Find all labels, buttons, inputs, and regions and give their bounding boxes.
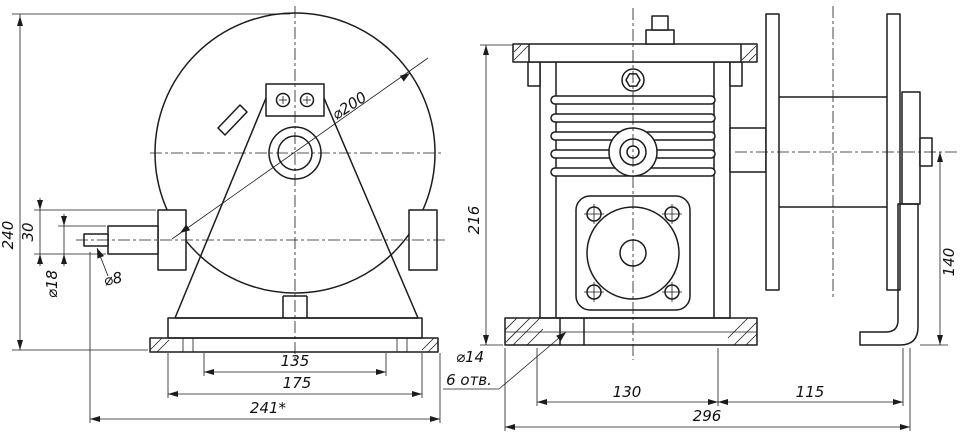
front-hatch [149,337,439,353]
side-base-plate [504,317,758,346]
side-centerlines [632,6,958,360]
front-view: 240 30 ⌀18 ⌀8 ⌀200 135 [0,6,448,423]
dim-side-width-left-label: 130 [613,383,642,401]
front-centerlines [76,6,448,360]
body-shoulder-right [729,61,743,87]
side-outline [504,13,933,346]
dim-side-width-right-label: 115 [796,383,825,401]
dim-front-offset-label: 30 [19,222,37,241]
side-view: 216 140 ⌀14 6 отв. 130 115 [443,6,958,431]
flange-bolt-holes [584,204,682,302]
dim-hole-count-label: 6 отв. [446,371,492,389]
dim-drum-dia-label: ⌀200 [329,88,370,124]
front-outline [83,12,439,353]
bearing-support-plate [901,91,921,205]
dim-axis-height-label: 140 [940,248,958,277]
base-plate-lower [149,337,439,353]
dim-front-height-label: 240 [0,221,17,250]
top-plate [512,43,758,63]
breather-cap-base [645,29,675,45]
dim-hole-dia-label: ⌀14 [456,348,484,366]
dim-front-width-inner-label: 135 [281,352,310,370]
dim-front-width-mid-label: 175 [283,374,312,392]
dim-shaft-dia-label: ⌀18 [43,270,61,298]
base-hatch [504,317,758,346]
dim-side-width-total-label: 296 [693,407,722,425]
front-dimensions: 240 30 ⌀18 ⌀8 ⌀200 135 [0,13,441,423]
dim-front-width-total-label: 241* [250,399,287,417]
clamp-bolt-left [275,92,291,108]
output-housing [729,127,767,173]
breather-cap-top [651,15,669,31]
side-dimensions: 216 140 ⌀14 6 отв. 130 115 [443,44,958,431]
a-frame-bracket [174,97,419,319]
key-bar [217,104,248,136]
clamp-bolt-right [299,92,315,108]
body-shoulder-left [527,61,541,87]
l-bracket [859,203,919,346]
dim-small-shaft-dia-label: ⌀8 [102,268,124,289]
dim-side-height-label: 216 [465,206,483,235]
